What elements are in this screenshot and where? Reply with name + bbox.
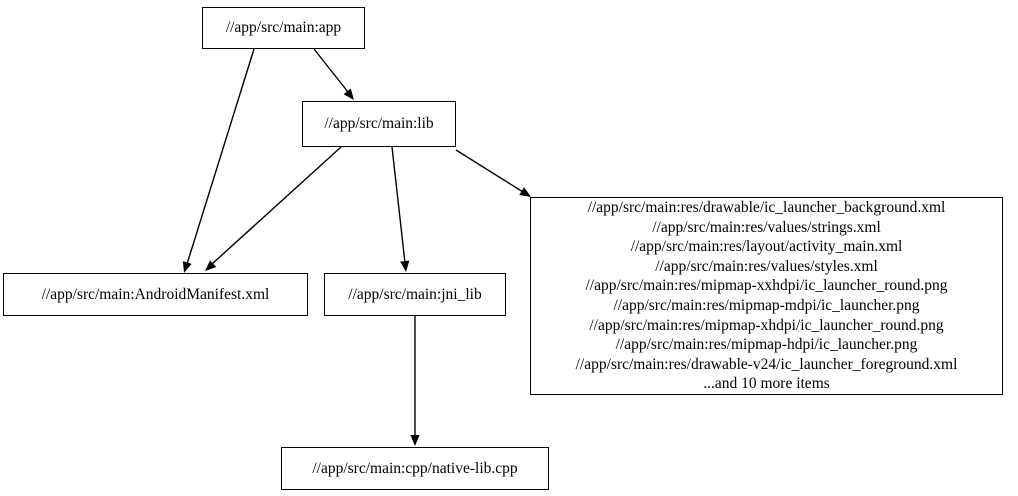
- graph-edge: [391, 146, 406, 264]
- graph-node-label: //app/src/main:app: [225, 19, 342, 37]
- graph-node-manifest[interactable]: //app/src/main:AndroidManifest.xml: [3, 273, 308, 316]
- graph-node-res[interactable]: //app/src/main:res/drawable/ic_launcher_…: [530, 197, 1003, 395]
- graph-edge: [211, 146, 342, 265]
- graph-node-lib[interactable]: //app/src/main:lib: [302, 101, 456, 147]
- graph-edge: [313, 48, 349, 93]
- graph-edge-arrowhead: [410, 435, 420, 446]
- graph-edge: [455, 149, 524, 193]
- graph-edge-arrowhead: [400, 260, 410, 272]
- graph-node-app[interactable]: //app/src/main:app: [202, 7, 365, 49]
- graph-node-jni_lib[interactable]: //app/src/main:jni_lib: [324, 273, 506, 316]
- graph-node-label: //app/src/main:lib: [324, 115, 434, 133]
- graph-node-cpp[interactable]: //app/src/main:cpp/native-lib.cpp: [281, 447, 549, 490]
- graph-node-label: //app/src/main:AndroidManifest.xml: [41, 285, 270, 303]
- graph-node-label: //app/src/main:cpp/native-lib.cpp: [312, 459, 518, 477]
- graph-edge: [186, 48, 255, 265]
- graph-node-label: //app/src/main:jni_lib: [348, 285, 482, 303]
- graph-node-label: //app/src/main:res/drawable/ic_launcher_…: [575, 199, 958, 393]
